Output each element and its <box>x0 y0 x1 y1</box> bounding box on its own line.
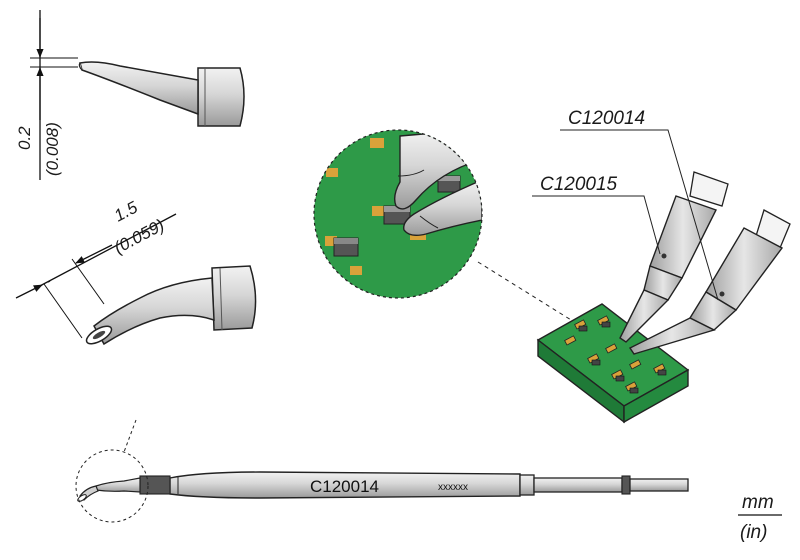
thickness-in-label: (0.008) <box>43 122 62 176</box>
callout-c120014: C120014 <box>560 108 719 301</box>
pad <box>325 236 337 246</box>
smd-component <box>333 237 359 257</box>
thickness-mm-label: 0.2 <box>15 126 34 150</box>
tip-bent-view <box>85 265 257 346</box>
detail-circle <box>75 449 149 523</box>
cartridge-full-view: C120014 xxxxxx <box>75 419 689 523</box>
units-mm-label: mm <box>742 492 774 513</box>
callout-c120015-label: C120015 <box>540 174 618 195</box>
pad <box>326 168 338 177</box>
units-legend: mm (in) <box>738 492 782 543</box>
pad <box>370 138 384 148</box>
cartridge-c120015 <box>619 171 729 343</box>
tip-side-view <box>78 61 245 127</box>
pad <box>410 232 426 240</box>
length-mm-label: 1.5 <box>111 197 141 225</box>
cartridge-serial-label: xxxxxx <box>438 482 468 493</box>
zoom-detail <box>313 129 483 299</box>
thickness-dimension: 0.2 (0.008) <box>15 10 78 180</box>
units-in-label: (in) <box>740 522 767 543</box>
pad <box>372 206 384 216</box>
callout-c120015: C120015 <box>532 174 661 255</box>
cartridge-model-label: C120014 <box>310 477 379 496</box>
pcb-board <box>536 303 690 424</box>
cartridge-c120014 <box>628 209 791 355</box>
pad <box>350 266 362 275</box>
callout-c120014-label: C120014 <box>568 108 645 129</box>
smd-component <box>437 175 461 193</box>
